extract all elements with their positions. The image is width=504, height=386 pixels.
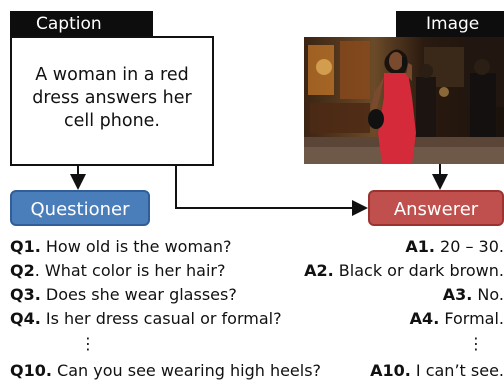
answerer-box: Answerer <box>368 190 504 226</box>
caption-tab: Caption <box>10 11 153 37</box>
question-ellipsis: ⋮ <box>80 334 96 353</box>
caption-text: A woman in a red dress answers her cell … <box>32 65 192 131</box>
question: Q4. Is her dress casual or formal? <box>10 309 282 328</box>
questioner-box: Questioner <box>10 190 150 226</box>
answer: A2. Black or dark brown. <box>304 261 504 280</box>
qa-row: Q2. What color is her hair? A2. Black or… <box>10 260 504 282</box>
question: Q1. How old is the woman? <box>10 237 232 256</box>
image-tab: Image <box>396 11 504 37</box>
answer: A3. No. <box>442 285 504 304</box>
caption-to-answerer-arrow <box>175 166 368 216</box>
caption-box <box>10 36 214 166</box>
qa-row: Q3. Does she wear glasses? A3. No. <box>10 284 504 306</box>
question: Q10. Can you see wearing high heels? <box>10 361 322 380</box>
photo-woman-red-dress <box>304 37 504 164</box>
question: Q3. Does she wear glasses? <box>10 285 237 304</box>
qa-row: Q4. Is her dress casual or formal? A4. F… <box>10 308 504 330</box>
answer-ellipsis: ⋮ <box>468 334 484 353</box>
question: Q2. What color is her hair? <box>10 261 226 280</box>
answer: A4. Formal. <box>409 309 504 328</box>
qa-row: Q10. Can you see wearing high heels? A10… <box>10 360 504 382</box>
answer: A1. 20 – 30. <box>405 237 504 256</box>
answer: A10. I can’t see. <box>370 361 504 380</box>
qa-row: Q1. How old is the woman? A1. 20 – 30. <box>10 236 504 258</box>
